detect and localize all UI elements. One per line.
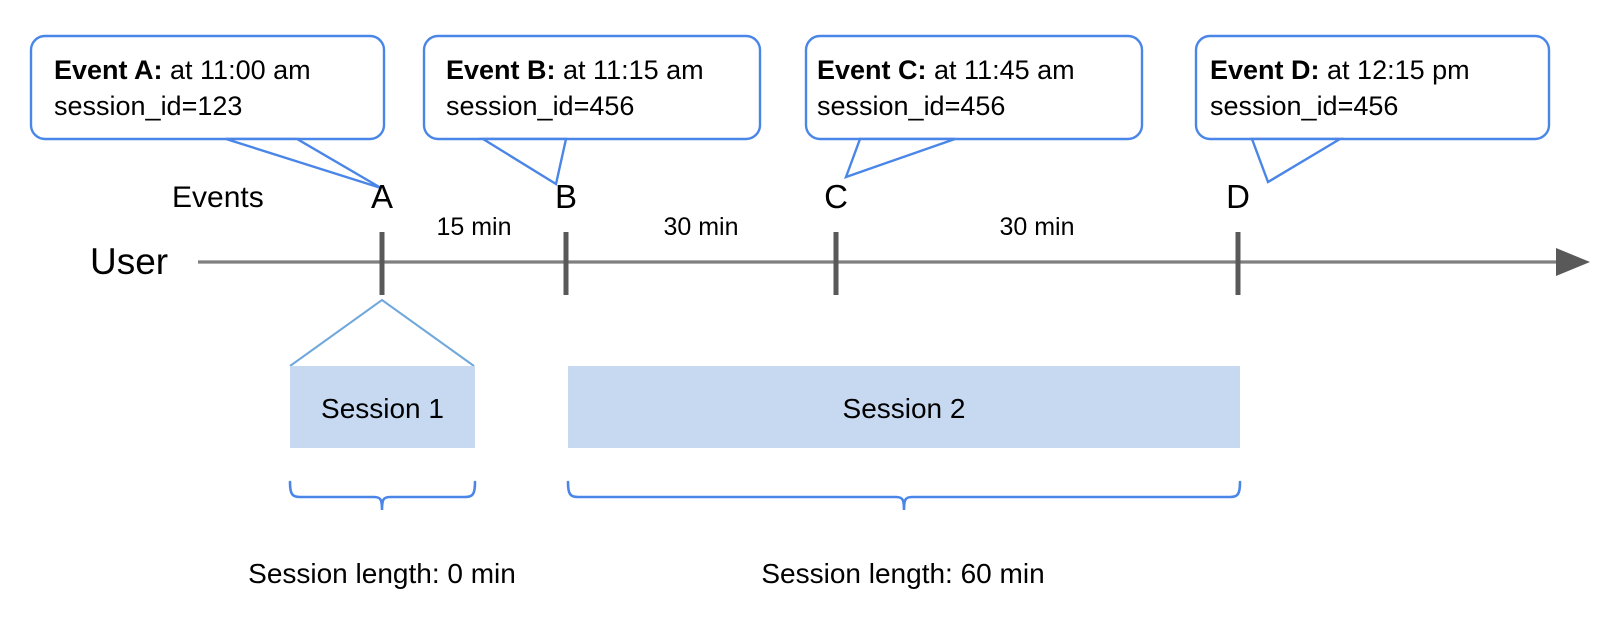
session-length-label-1: Session length: 0 min <box>248 558 516 589</box>
callout-bubble-d <box>1194 34 1551 141</box>
callout-title-c: Event C: <box>817 55 927 85</box>
event-marker-label-d: D <box>1226 178 1250 215</box>
events-row-label: Events <box>172 181 264 214</box>
callout-bubble-b <box>422 34 762 141</box>
callout-time-c: at 11:45 am <box>926 55 1075 85</box>
interval-label-c-d: 30 min <box>999 213 1075 241</box>
callout-title-b: Event B: <box>446 55 556 85</box>
callout-text-d: Event D: at 12:15 pm session_id=456 <box>1210 52 1470 124</box>
callout-tail-c <box>843 137 956 179</box>
callout-text-c: Event C: at 11:45 am session_id=456 <box>817 52 1075 124</box>
user-axis-label: User <box>90 241 169 282</box>
callout-title-a: Event A: <box>54 55 163 85</box>
session-length-label-2: Session length: 60 min <box>761 558 1045 589</box>
session-bar-1 <box>290 366 475 448</box>
callout-session-b: session_id=456 <box>446 91 635 121</box>
interval-label-b-c: 30 min <box>663 213 739 241</box>
callout-session-a: session_id=123 <box>54 91 243 121</box>
callout-session-d: session_id=456 <box>1210 91 1399 121</box>
callout-time-d: at 12:15 pm <box>1319 55 1470 85</box>
event-marker-label-b: B <box>554 178 577 215</box>
interval-label-a-b: 15 min <box>436 213 512 241</box>
callout-bubble-a <box>29 34 386 141</box>
callout-time-a: at 11:00 am <box>162 55 311 85</box>
event-marker-label-c: C <box>824 178 848 215</box>
session-1-connector <box>289 298 475 367</box>
session-bar-label-1: Session 1 <box>321 393 444 424</box>
callout-title-d: Event D: <box>1210 55 1320 85</box>
callout-text-a: Event A: at 11:00 am session_id=123 <box>54 52 311 124</box>
callout-tail-a <box>225 137 382 190</box>
callout-tail-d <box>1250 137 1345 184</box>
session-1-brace <box>288 480 477 511</box>
session-bar-label-2: Session 2 <box>842 393 966 424</box>
session-bar-2 <box>568 366 1240 448</box>
event-marker-label-a: A <box>370 178 393 215</box>
session-2-brace <box>566 480 1242 511</box>
callout-bubble-c <box>804 34 1144 141</box>
callout-text-b: Event B: at 11:15 am session_id=456 <box>446 52 704 124</box>
timeline-arrowhead-icon <box>1556 248 1590 276</box>
callout-session-c: session_id=456 <box>817 91 1006 121</box>
callout-tail-b <box>478 137 568 186</box>
callout-time-b: at 11:15 am <box>555 55 704 85</box>
